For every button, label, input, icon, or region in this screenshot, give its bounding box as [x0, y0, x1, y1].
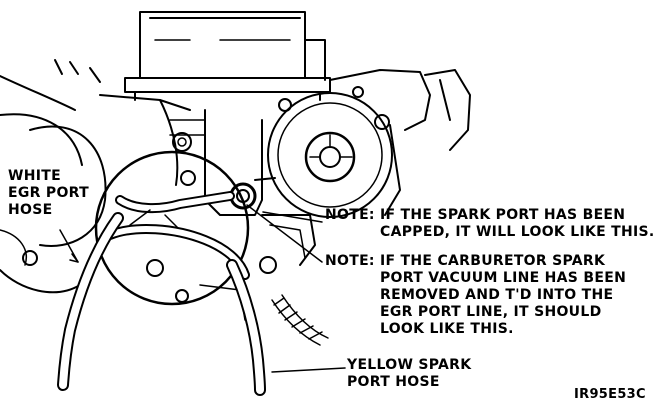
- note-capped-spark-port: NOTE: IF THE SPARK PORT HAS BEEN CAPPED,…: [325, 207, 655, 241]
- note-spark-line-tee: NOTE: IF THE CARBURETOR SPARK PORT VACUU…: [325, 253, 626, 338]
- hose-connections: [105, 191, 250, 280]
- yellow-spark-port-hose: [226, 259, 266, 396]
- white-egr-port-hose: [57, 212, 124, 391]
- note-line: IF THE SPARK PORT HAS BEEN: [380, 207, 626, 223]
- throttle-linkage-housing: [329, 69, 471, 216]
- figure-id: IR95E53C: [574, 387, 646, 402]
- leader-lines: [59, 204, 346, 373]
- note-heading: NOTE:: [325, 253, 375, 269]
- white-egr-hose-label: WHITE EGR PORT HOSE: [8, 168, 89, 219]
- note-line: CAPPED, IT WILL LOOK LIKE THIS.: [380, 224, 655, 240]
- note-heading: NOTE:: [325, 207, 375, 223]
- detail-magnifier-circle: [94, 150, 250, 306]
- wire-loom: [271, 294, 329, 346]
- note-line: REMOVED AND T'D INTO THE: [380, 287, 614, 303]
- carburetor-top-housing: [124, 11, 331, 101]
- label-line: HOSE: [8, 202, 53, 218]
- label-line: PORT HOSE: [347, 374, 440, 390]
- note-line: IF THE CARBURETOR SPARK: [380, 253, 606, 269]
- choke-diaphragm: [267, 86, 393, 218]
- label-line: YELLOW SPARK: [347, 357, 472, 373]
- note-line: LOOK LIKE THIS.: [380, 321, 514, 337]
- note-line: EGR PORT LINE, IT SHOULD: [380, 304, 602, 320]
- yellow-spark-hose-label: YELLOW SPARK PORT HOSE: [347, 357, 471, 391]
- label-line: WHITE: [8, 168, 61, 184]
- engine-left-contour: [0, 59, 191, 294]
- label-line: EGR PORT: [8, 185, 89, 201]
- note-line: PORT VACUUM LINE HAS BEEN: [380, 270, 627, 286]
